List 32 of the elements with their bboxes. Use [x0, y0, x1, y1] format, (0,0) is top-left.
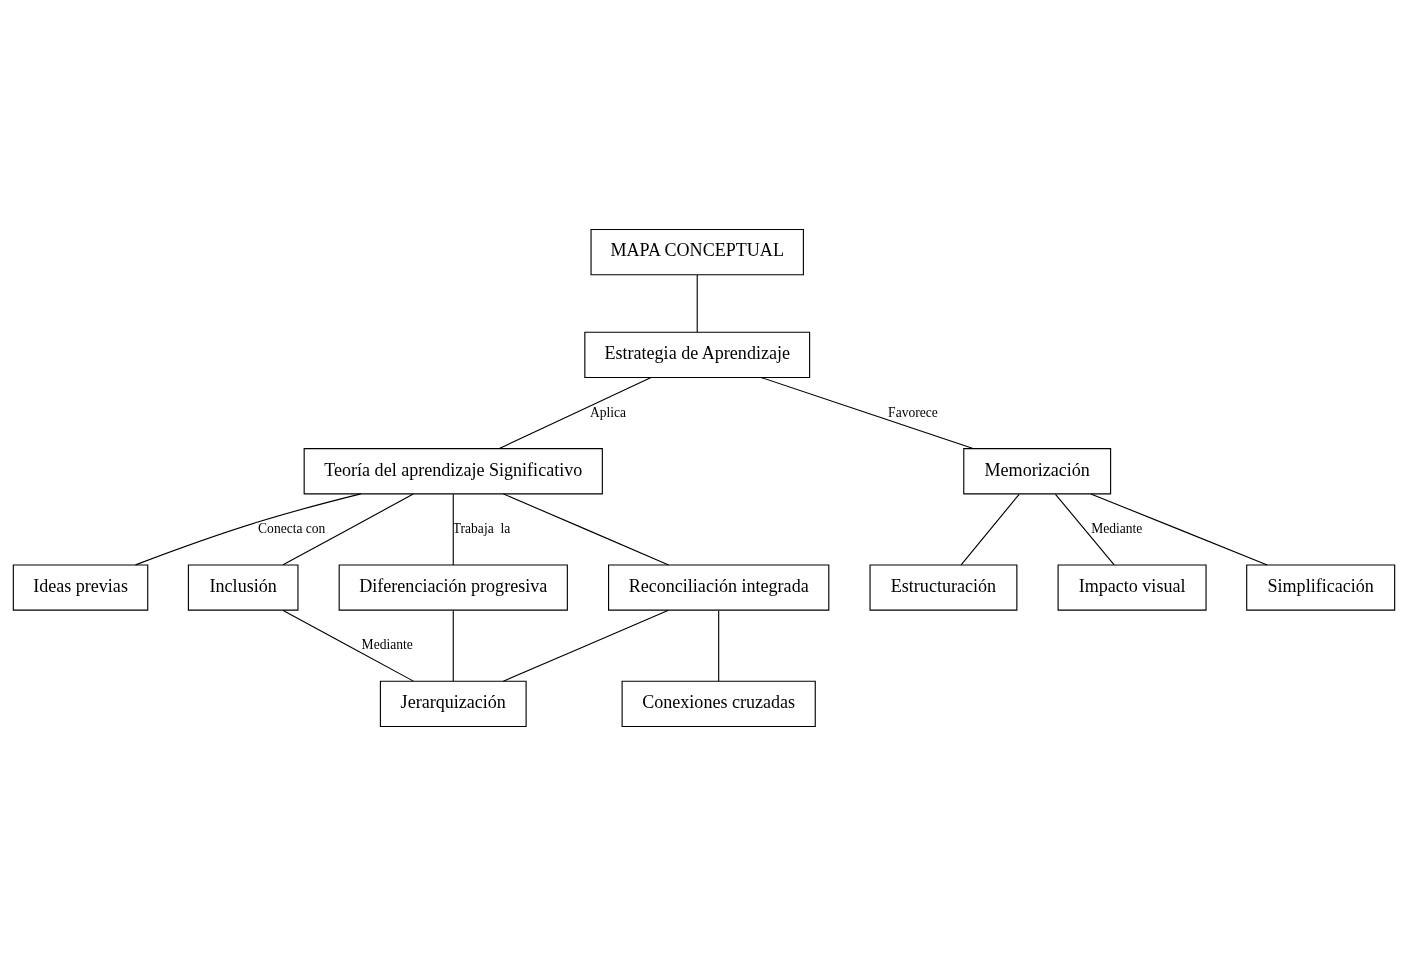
node-box: Diferenciación progresiva	[338, 564, 568, 611]
node-box: Ideas previas	[12, 564, 149, 611]
node-box: Inclusión	[187, 564, 299, 611]
connector	[761, 377, 974, 450]
node-box: Simplificación	[1246, 564, 1396, 611]
node-box: Teoría del aprendizaje Significativo	[303, 448, 603, 495]
node-box: Impacto visual	[1057, 564, 1207, 611]
connector	[282, 493, 414, 566]
edge-label: Conecta con	[258, 520, 326, 536]
node-box: Conexiones cruzadas	[621, 680, 816, 728]
edge-label: Mediante	[1091, 520, 1143, 536]
connector	[498, 377, 652, 450]
node-box: Estrategia de Aprendizaje	[584, 331, 811, 379]
connector	[502, 609, 669, 682]
edge-label: Aplica	[589, 404, 627, 420]
connector	[502, 493, 670, 566]
node-box: MAPA CONCEPTUAL	[590, 228, 804, 276]
connector	[282, 609, 414, 682]
connector	[452, 610, 454, 682]
connector	[960, 493, 1020, 566]
connector	[452, 493, 454, 566]
connector	[1090, 493, 1268, 566]
node-box: Jerarquización	[379, 680, 527, 728]
node-box: Reconciliación integrada	[608, 564, 830, 611]
connector	[135, 493, 362, 566]
connector	[1054, 493, 1115, 566]
edge-label: Mediante	[361, 637, 413, 653]
node-box: Memorización	[963, 448, 1112, 495]
connector	[696, 274, 698, 333]
node-box: Estructuración	[869, 564, 1018, 611]
connector	[718, 610, 720, 682]
edge-label: Favorece	[888, 404, 938, 420]
